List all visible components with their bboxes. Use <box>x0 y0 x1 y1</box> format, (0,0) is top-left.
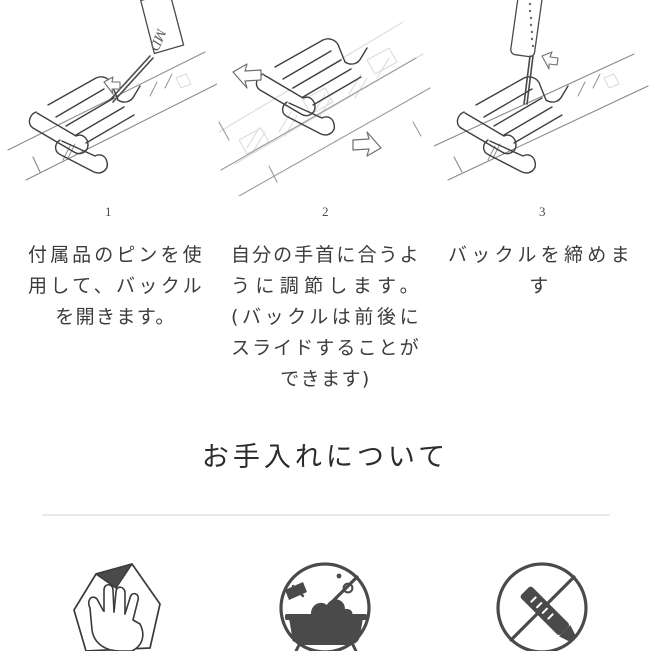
step-numbers-row: 1 2 3 <box>0 203 651 225</box>
section-divider <box>42 514 610 516</box>
step-number-3: 3 <box>539 204 546 219</box>
care-section-heading: お手入れについて <box>201 442 450 473</box>
step-number-2: 2 <box>322 204 329 219</box>
wipe-with-cloth-icon <box>0 552 217 651</box>
step-number-1: 1 <box>105 204 112 219</box>
no-bathing-icon <box>217 552 434 651</box>
care-icons-row <box>0 552 651 651</box>
step-illustrations-row: MD <box>0 0 651 196</box>
no-sharp-tool-icon <box>434 552 651 651</box>
step-caption-2: 自分の手首に合うように調節します。(バックルは前後にスライドすることができます) <box>231 244 420 390</box>
step-caption-3: バックルを締めます <box>448 244 631 297</box>
step-3-illustration <box>434 0 651 196</box>
step-captions-row: 付属品のピンを使用して、バックルを開きます。 自分の手首に合うように調節します。… <box>0 240 651 395</box>
step-caption-1: 付属品のピンを使用して、バックルを開きます。 <box>28 244 203 328</box>
step-2-illustration <box>217 0 434 196</box>
step-1-illustration: MD <box>0 0 217 196</box>
